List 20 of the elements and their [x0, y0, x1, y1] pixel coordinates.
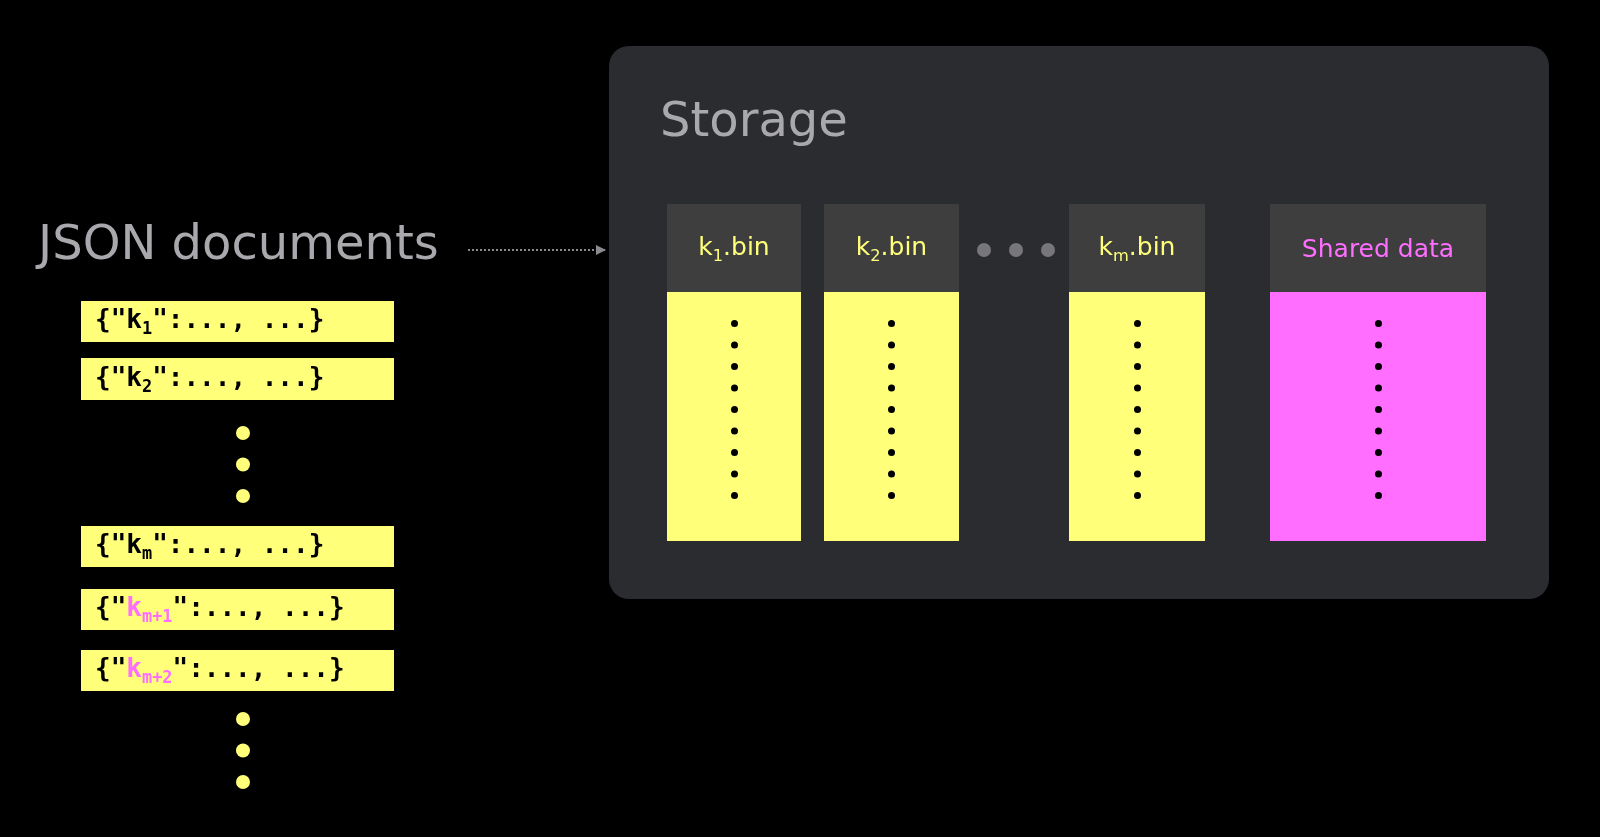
- json-document-text: {"k$_{2}$":..., ...}: [95, 361, 325, 397]
- document-bar: [81, 526, 394, 567]
- document-bar: [81, 301, 394, 342]
- storage-panel: [609, 46, 1549, 599]
- dotted-arrow: [467, 245, 606, 255]
- storage-column: [824, 204, 959, 541]
- json-document-text: {"k$_{1}$":..., ...}: [95, 304, 325, 339]
- document-bar: [81, 650, 394, 691]
- column-header: Shared data: [1270, 204, 1486, 292]
- storage-column: [667, 204, 801, 541]
- json-document-text: {"k$_{m}$":..., ...}: [95, 529, 325, 564]
- json-document-text: {"k$_{m+1}$":..., ...}: [95, 592, 345, 627]
- json-document-text: {"k$_{m+2}$":..., ...}: [95, 653, 345, 688]
- column-header: k$_{m}$.bin: [1069, 204, 1205, 292]
- storage-column: [1270, 204, 1486, 541]
- document-bar: [81, 589, 394, 630]
- column-header: k$_{2}$.bin: [824, 204, 959, 292]
- document-bar: [81, 358, 394, 400]
- column-header: k$_{1}$.bin: [667, 204, 801, 292]
- storage-column: [1069, 204, 1205, 541]
